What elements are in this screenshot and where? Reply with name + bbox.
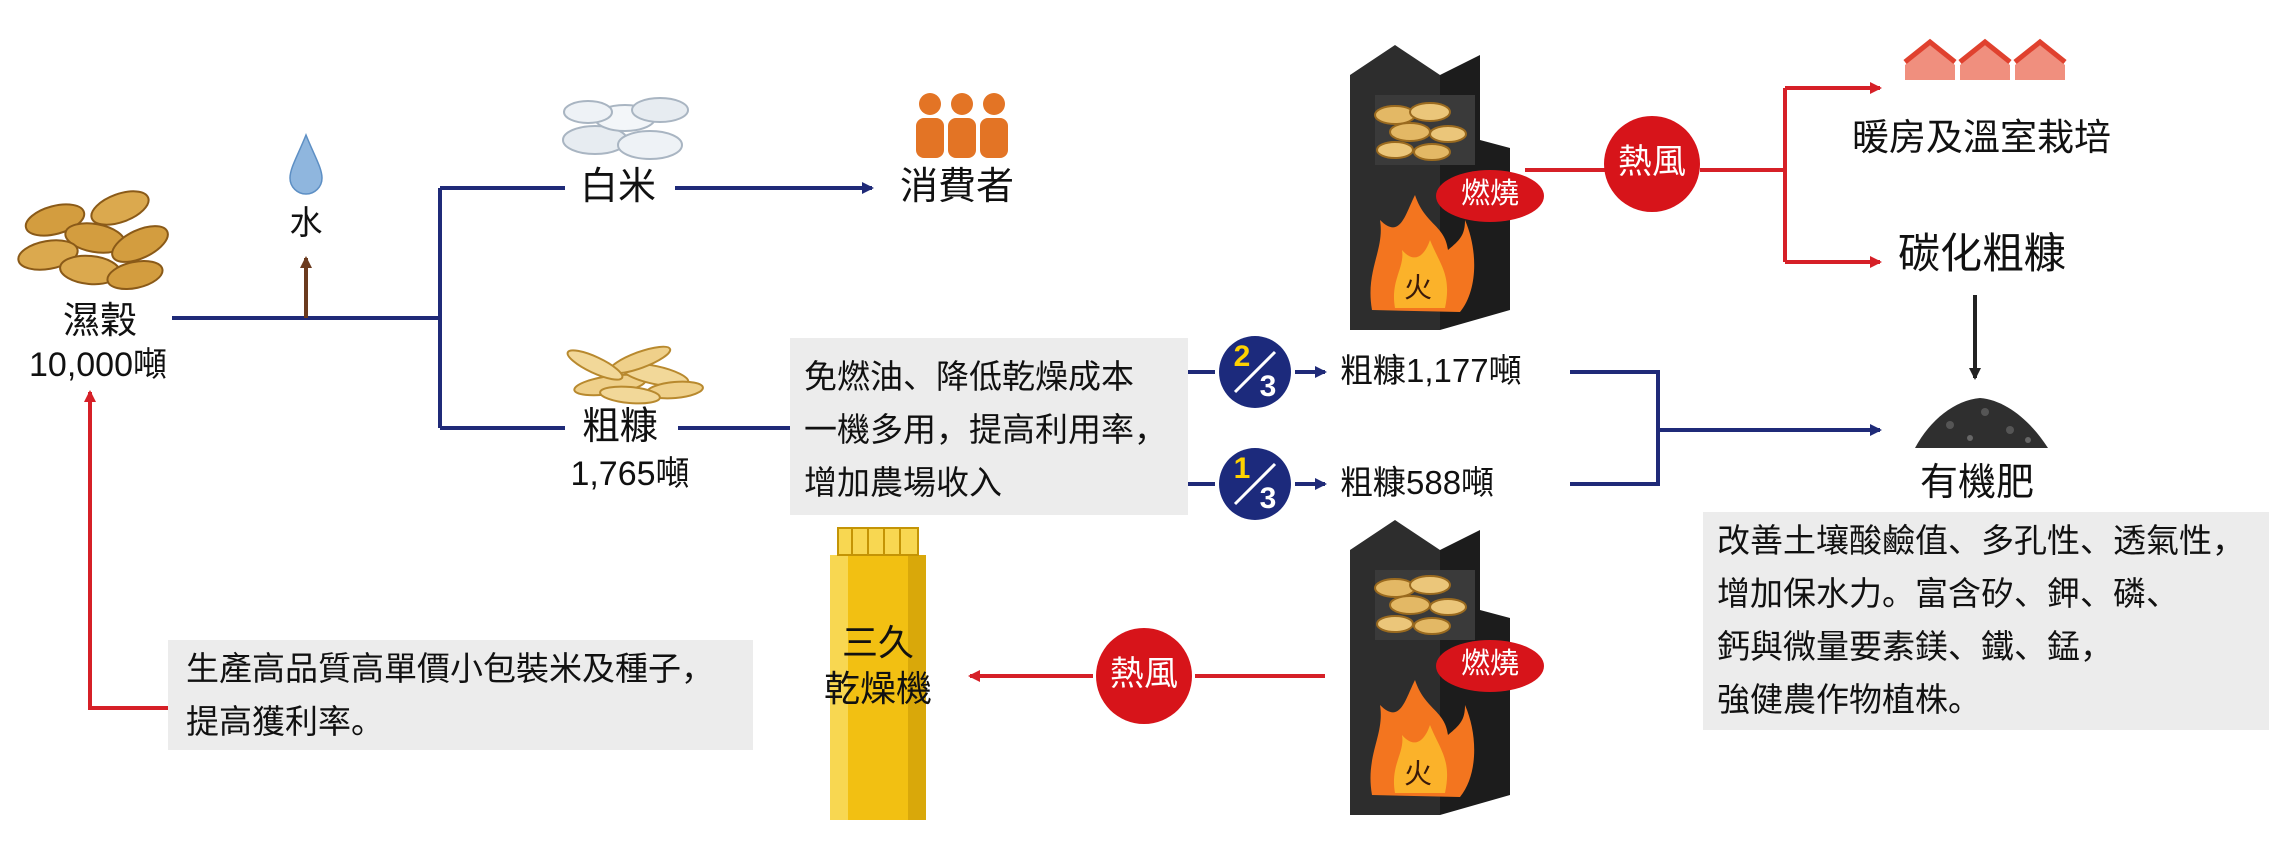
wet-paddy-quantity: 10,000噸 xyxy=(29,346,167,384)
premium-note: 生產高品質高單價小包裝米及種子， 提高獲利率。 xyxy=(168,640,753,750)
fertilizer-label: 有機肥 xyxy=(1920,462,2035,504)
hot-air-badge-bottom: 熱風 xyxy=(1110,655,1178,693)
white-rice-icon xyxy=(562,97,689,160)
benefit-note-line: 免燃油、降低乾燥成本 xyxy=(804,358,1134,395)
burning-badge-top-shape xyxy=(1436,170,1544,222)
dryer-tower-icon xyxy=(830,527,926,820)
rice-husk-icon xyxy=(566,345,704,405)
white-rice-label: 白米 xyxy=(580,166,657,208)
benefit-note: 免燃油、降低乾燥成本 一機多用，提高利用率， 增加農場收入 xyxy=(790,338,1188,515)
heating-label: 暖房及溫室栽培 xyxy=(1852,117,2111,158)
fire-label-bottom: 火 xyxy=(1403,758,1432,789)
heating-houses-icon xyxy=(1903,38,2067,80)
premium-note-line: 提高獲利率。 xyxy=(186,703,384,740)
husk-two-thirds-label: 粗糠1,177噸 xyxy=(1340,352,1522,389)
fertilizer-note-line: 強健農作物植株。 xyxy=(1717,681,1981,718)
husk-quantity: 1,765噸 xyxy=(570,455,690,493)
fire-label-top: 火 xyxy=(1403,272,1432,303)
water-drop-icon xyxy=(289,132,323,195)
husk-label: 粗糠 xyxy=(582,406,659,448)
two-thirds-numerator: 2 xyxy=(1233,340,1251,373)
consumer-people-icon xyxy=(916,93,1008,158)
one-third-numerator: 1 xyxy=(1233,452,1251,485)
one-third-denominator: 3 xyxy=(1259,482,1277,515)
water-label: 水 xyxy=(289,204,323,241)
furnace-top-icon xyxy=(1350,45,1510,330)
hot-air-top-shape xyxy=(1604,116,1700,212)
burning-badge-bottom-shape xyxy=(1436,640,1544,692)
dryer-label-line2: 乾燥機 xyxy=(823,668,932,709)
benefit-note-line: 一機多用，提高利用率， xyxy=(804,411,1167,448)
premium-note-line: 生產高品質高單價小包裝米及種子， xyxy=(186,650,714,687)
arrow-premium-to-paddy xyxy=(84,390,168,710)
two-thirds-denominator: 3 xyxy=(1259,370,1277,403)
fertilizer-benefit-note: 改善土壤酸鹼值、多孔性、透氣性， 增加保水力。富含矽、鉀、磷、 鈣與微量要素鎂、… xyxy=(1703,512,2269,730)
fertilizer-note-line: 鈣與微量要素鎂、鐵、錳， xyxy=(1717,628,2113,665)
burning-badge-bottom: 燃燒 xyxy=(1460,648,1519,680)
hot-air-bottom-shape xyxy=(1096,628,1192,724)
burning-badge-top: 燃燒 xyxy=(1460,178,1519,210)
fertilizer-note-line: 改善土壤酸鹼值、多孔性、透氣性， xyxy=(1717,522,2245,559)
consumer-label: 消費者 xyxy=(900,166,1015,208)
benefit-note-line: 增加農場收入 xyxy=(804,464,1002,501)
wet-paddy-label: 濕穀 xyxy=(63,300,137,341)
fertilizer-pile-icon xyxy=(1915,398,2048,448)
paddy-grains-icon xyxy=(17,190,169,290)
carbonized-husk-label: 碳化粗糠 xyxy=(1898,230,2067,277)
furnace-bottom-icon xyxy=(1350,520,1510,815)
fertilizer-note-line: 增加保水力。富含矽、鉀、磷、 xyxy=(1717,575,2179,612)
hot-air-badge-top: 熱風 xyxy=(1618,143,1686,181)
dryer-label-line1: 三久 xyxy=(841,622,914,663)
husk-one-third-label: 粗糠588噸 xyxy=(1340,464,1495,501)
